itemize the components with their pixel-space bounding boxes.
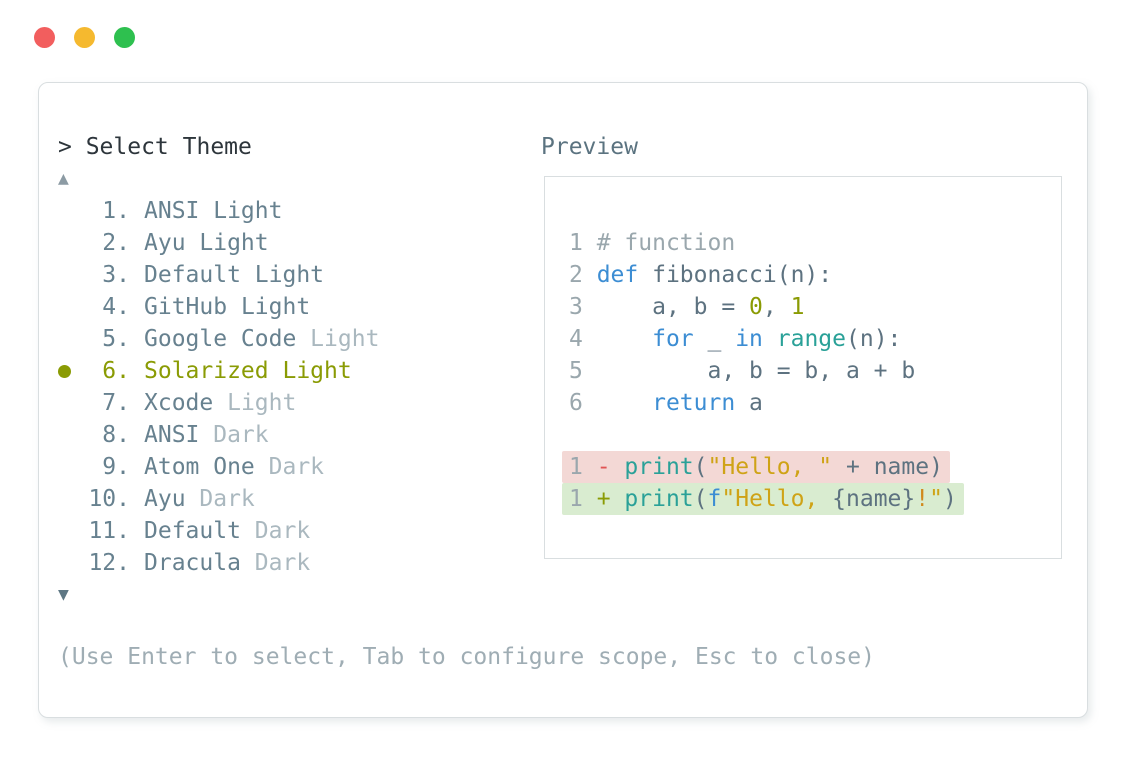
bullet-spacer: [58, 323, 84, 355]
theme-item-label: GitHub Light: [144, 294, 311, 320]
theme-item-number: 10.: [88, 486, 130, 512]
theme-item-number: 4.: [102, 294, 130, 320]
theme-item-label: Default Light: [144, 262, 325, 288]
bullet-spacer: [58, 259, 84, 291]
theme-item-label: Solarized Light: [144, 358, 352, 384]
theme-item-ansi-dark[interactable]: 8. ANSI Dark: [58, 419, 541, 451]
spacer: [130, 323, 144, 355]
theme-list: 1. ANSI Light 2. Ayu Light 3. Default Light 4.…: [58, 195, 541, 579]
spacer: [130, 547, 144, 579]
scroll-up-icon[interactable]: ▲: [58, 168, 69, 189]
spacer: [130, 227, 144, 259]
spacer: [130, 291, 144, 323]
window-traffic-lights: [34, 27, 135, 48]
selected-bullet-icon: [58, 355, 84, 387]
theme-item-solarized-light[interactable]: 6. Solarized Light: [58, 355, 541, 387]
spacer: [130, 259, 144, 291]
code-line: 5 a, b = b, a + b: [569, 358, 916, 384]
theme-item-google-code-light[interactable]: 5. Google Code Light: [58, 323, 541, 355]
theme-item-number: 7.: [102, 390, 130, 416]
bullet-spacer: [58, 227, 84, 259]
theme-list-column: > Select Theme ▲ 1. ANSI Light 2. Ayu Light…: [58, 131, 541, 611]
theme-item-dracula-dark[interactable]: 12. Dracula Dark: [58, 547, 541, 579]
code-line: 4 for _ in range(n):: [569, 326, 902, 352]
theme-item-number: 9.: [102, 454, 130, 480]
close-button[interactable]: [34, 27, 55, 48]
theme-item-label: Dracula Dark: [144, 550, 311, 576]
bullet-spacer: [58, 483, 84, 515]
theme-item-number: 8.: [102, 422, 130, 448]
theme-item-label: Ayu Dark: [144, 486, 255, 512]
bullet-spacer: [58, 451, 84, 483]
spacer: [130, 195, 144, 227]
theme-item-github-light[interactable]: 4. GitHub Light: [58, 291, 541, 323]
minimize-button[interactable]: [74, 27, 95, 48]
theme-item-default-light[interactable]: 3. Default Light: [58, 259, 541, 291]
picker-prompt: > Select Theme: [58, 134, 252, 160]
maximize-button[interactable]: [114, 27, 135, 48]
bullet-spacer: [58, 387, 84, 419]
theme-item-label: ANSI Light: [144, 198, 283, 224]
code-area: 1 # function 2 def fibonacci(n): 3 a, b = …: [562, 227, 1061, 515]
theme-item-number: 12.: [88, 550, 130, 576]
theme-item-label: Xcode Light: [144, 390, 297, 416]
bullet-spacer: [58, 291, 84, 323]
spacer: [130, 483, 144, 515]
code-line: 3 a, b = 0, 1: [569, 294, 805, 320]
theme-item-label: Default Dark: [144, 518, 311, 544]
scroll-down-icon[interactable]: ▼: [58, 584, 69, 605]
bullet-spacer: [58, 515, 84, 547]
theme-item-xcode-light[interactable]: 7. Xcode Light: [58, 387, 541, 419]
theme-item-number: 2.: [102, 230, 130, 256]
theme-item-number: 5.: [102, 326, 130, 352]
theme-item-default-dark[interactable]: 11. Default Dark: [58, 515, 541, 547]
theme-item-ayu-light[interactable]: 2. Ayu Light: [58, 227, 541, 259]
spacer: [130, 387, 144, 419]
keyboard-hint: (Use Enter to select, Tab to configure s…: [58, 644, 875, 670]
theme-item-label: Google Code Light: [144, 326, 380, 352]
spacer: [130, 515, 144, 547]
theme-item-number: 3.: [102, 262, 130, 288]
theme-item-atom-one-dark[interactable]: 9. Atom One Dark: [58, 451, 541, 483]
theme-item-label: Ayu Light: [144, 230, 269, 256]
theme-item-ayu-dark[interactable]: 10. Ayu Dark: [58, 483, 541, 515]
diff-line-removed: 1 - print("Hello, " + name): [562, 451, 1061, 483]
bullet-spacer: [58, 419, 84, 451]
theme-item-number: 1.: [102, 198, 130, 224]
theme-picker-panel: > Select Theme ▲ 1. ANSI Light 2. Ayu Light…: [38, 82, 1088, 718]
preview-code-box: 1 # function 2 def fibonacci(n): 3 a, b = …: [544, 176, 1062, 559]
preview-label: Preview: [541, 134, 638, 160]
spacer: [130, 355, 144, 387]
theme-item-ansi-light[interactable]: 1. ANSI Light: [58, 195, 541, 227]
spacer: [130, 451, 144, 483]
theme-item-number: 6.: [102, 358, 130, 384]
theme-item-label: ANSI Dark: [144, 422, 269, 448]
code-line: 6 return a: [569, 390, 763, 416]
preview-column: Preview 1 # function 2 def fibonacci(n): 3…: [541, 131, 1062, 611]
code-line: 2 def fibonacci(n):: [569, 262, 833, 288]
bullet-spacer: [58, 195, 84, 227]
bullet-spacer: [58, 547, 84, 579]
code-line: 1 # function: [569, 230, 736, 256]
spacer: [130, 419, 144, 451]
code-line: [569, 419, 1061, 451]
diff-line-added: 1 + print(f"Hello, {name}!"): [562, 483, 1061, 515]
theme-item-label: Atom One Dark: [144, 454, 325, 480]
theme-item-number: 11.: [88, 518, 130, 544]
